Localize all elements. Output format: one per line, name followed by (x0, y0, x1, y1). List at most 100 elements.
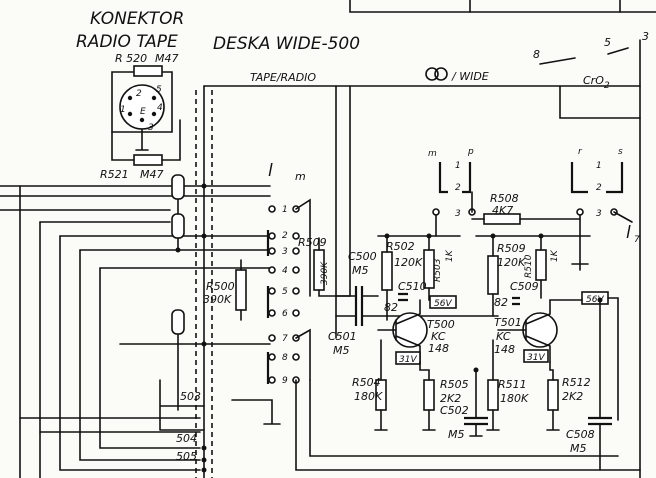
r502-label: R502 (386, 240, 415, 253)
switch-rs-1: 1 (596, 161, 602, 171)
c508-value: M5 (570, 442, 587, 455)
switch-num-5: 5 (604, 36, 611, 49)
r508-value: 4K7 (492, 204, 513, 217)
c510-label: C510 (398, 280, 427, 293)
switch-mp-bars (438, 162, 472, 194)
switch-rs-r: r (578, 147, 583, 157)
switch-rs-2: 2 (596, 183, 602, 193)
r512-label: R512 (562, 376, 591, 389)
r511-body (487, 379, 499, 411)
tape-radio-label: TAPE/RADIO (250, 71, 316, 84)
switch-mp-wires (435, 191, 473, 237)
r508-label: R508 (490, 192, 519, 205)
switch-rs-s: s (618, 147, 623, 157)
switch-pin-5: 5 (282, 287, 288, 297)
bus-504: 504 (176, 432, 197, 445)
switch-mp-p: p (467, 147, 474, 157)
r509b-value: 120K (497, 256, 526, 269)
bottom-return-wire-2 (309, 379, 619, 457)
switch-col-m: m (295, 170, 306, 183)
v31b-label: 31V (527, 353, 545, 363)
c508-body (588, 416, 612, 426)
switch-bank-left: l m 1 2 3 4 5 6 7 8 9 (266, 161, 311, 386)
din-pin-4: 4 (157, 103, 163, 113)
r504-value: 180K (354, 390, 383, 403)
v31a-box (395, 351, 421, 365)
bus-503-wire (159, 379, 205, 431)
ground-lead (231, 399, 281, 425)
switch-pin-8: 8 (282, 353, 288, 363)
t500-leads (377, 299, 421, 363)
dolby-symbol (425, 67, 448, 81)
switch-8-lever (539, 57, 576, 65)
r505-label: R505 (440, 378, 469, 391)
r521-body (133, 154, 163, 166)
din-pin-3: 3 (148, 123, 154, 133)
t501-type: KC (496, 330, 511, 343)
c502-wires (469, 369, 483, 437)
switch-rs-lever (613, 211, 633, 223)
r509a-value: 390K (320, 261, 330, 285)
switch-right-rail (295, 198, 311, 381)
switch-pin-6: 6 (282, 309, 288, 319)
left-fuse-3 (171, 309, 185, 335)
r512-value: 2K2 (562, 390, 583, 403)
c510-body (398, 292, 408, 302)
r510-label: R510 (524, 254, 534, 278)
switch-pin-3: 3 (282, 247, 288, 257)
r509b-label: R509 (497, 242, 526, 255)
r512-body (547, 379, 559, 411)
t500-type: KC (431, 330, 446, 343)
switch-pin-2: 2 (282, 231, 288, 241)
title-konektor: KONEKTOR (90, 9, 184, 29)
connector-ground (135, 128, 149, 151)
r503-value: 1K (445, 249, 455, 262)
switch-num-3: 3 (642, 30, 649, 43)
wide-label: / WIDE (451, 70, 489, 83)
c501-value: M5 (333, 344, 350, 357)
switch-mp-3: 3 (455, 209, 461, 219)
r500-body (235, 269, 247, 311)
c502-label: C502 (440, 404, 469, 417)
cro2-label: CrO (583, 74, 604, 87)
switch-pin-4: 4 (282, 266, 288, 276)
switch-l7: l (626, 223, 631, 243)
t501-num: 148 (494, 343, 515, 356)
t500-num: 148 (428, 342, 449, 355)
din-pin-e: E (140, 107, 146, 117)
r505-value: 2K2 (440, 392, 461, 405)
left-bus-wires (0, 185, 271, 478)
v31a-label: 31V (399, 355, 417, 365)
switch-bank-rs: r s 1 2 3 l 7 (570, 147, 640, 271)
r520-label: R 520 (115, 52, 147, 65)
left-fuse-1 (171, 174, 185, 200)
v56a-label: 56V (434, 299, 452, 309)
cro2-sub: 2 (604, 81, 610, 91)
stage2-bias (492, 235, 542, 317)
r502-body (381, 251, 393, 291)
din-connector: 2 5 1 4 3 E R 520 M47 R521 M47 (100, 52, 181, 181)
r511-value: 180K (500, 392, 529, 405)
t501-label: T501 (494, 316, 522, 329)
din-pin-1: 1 (120, 105, 126, 115)
c500-value: M5 (352, 264, 369, 277)
stage1-bias (386, 235, 449, 321)
right-upper-wire (559, 85, 641, 119)
switch-5-lever (607, 47, 629, 55)
r500-value: 390K (203, 293, 232, 306)
v56b-label: 56V (586, 295, 604, 305)
c510-value: 82 (384, 301, 398, 314)
junction-dots (175, 183, 603, 373)
r510-body (535, 249, 547, 281)
r505-body (423, 379, 435, 411)
switch-mp-m: m (428, 149, 437, 159)
r521-wires (111, 119, 181, 161)
r503-label: R503 (433, 258, 443, 282)
bus-503: 503 (180, 390, 201, 403)
r504-wires (374, 339, 388, 431)
r512-wires (546, 361, 560, 431)
r511-label: R511 (498, 378, 527, 391)
din-pin-5: 5 (156, 85, 162, 95)
